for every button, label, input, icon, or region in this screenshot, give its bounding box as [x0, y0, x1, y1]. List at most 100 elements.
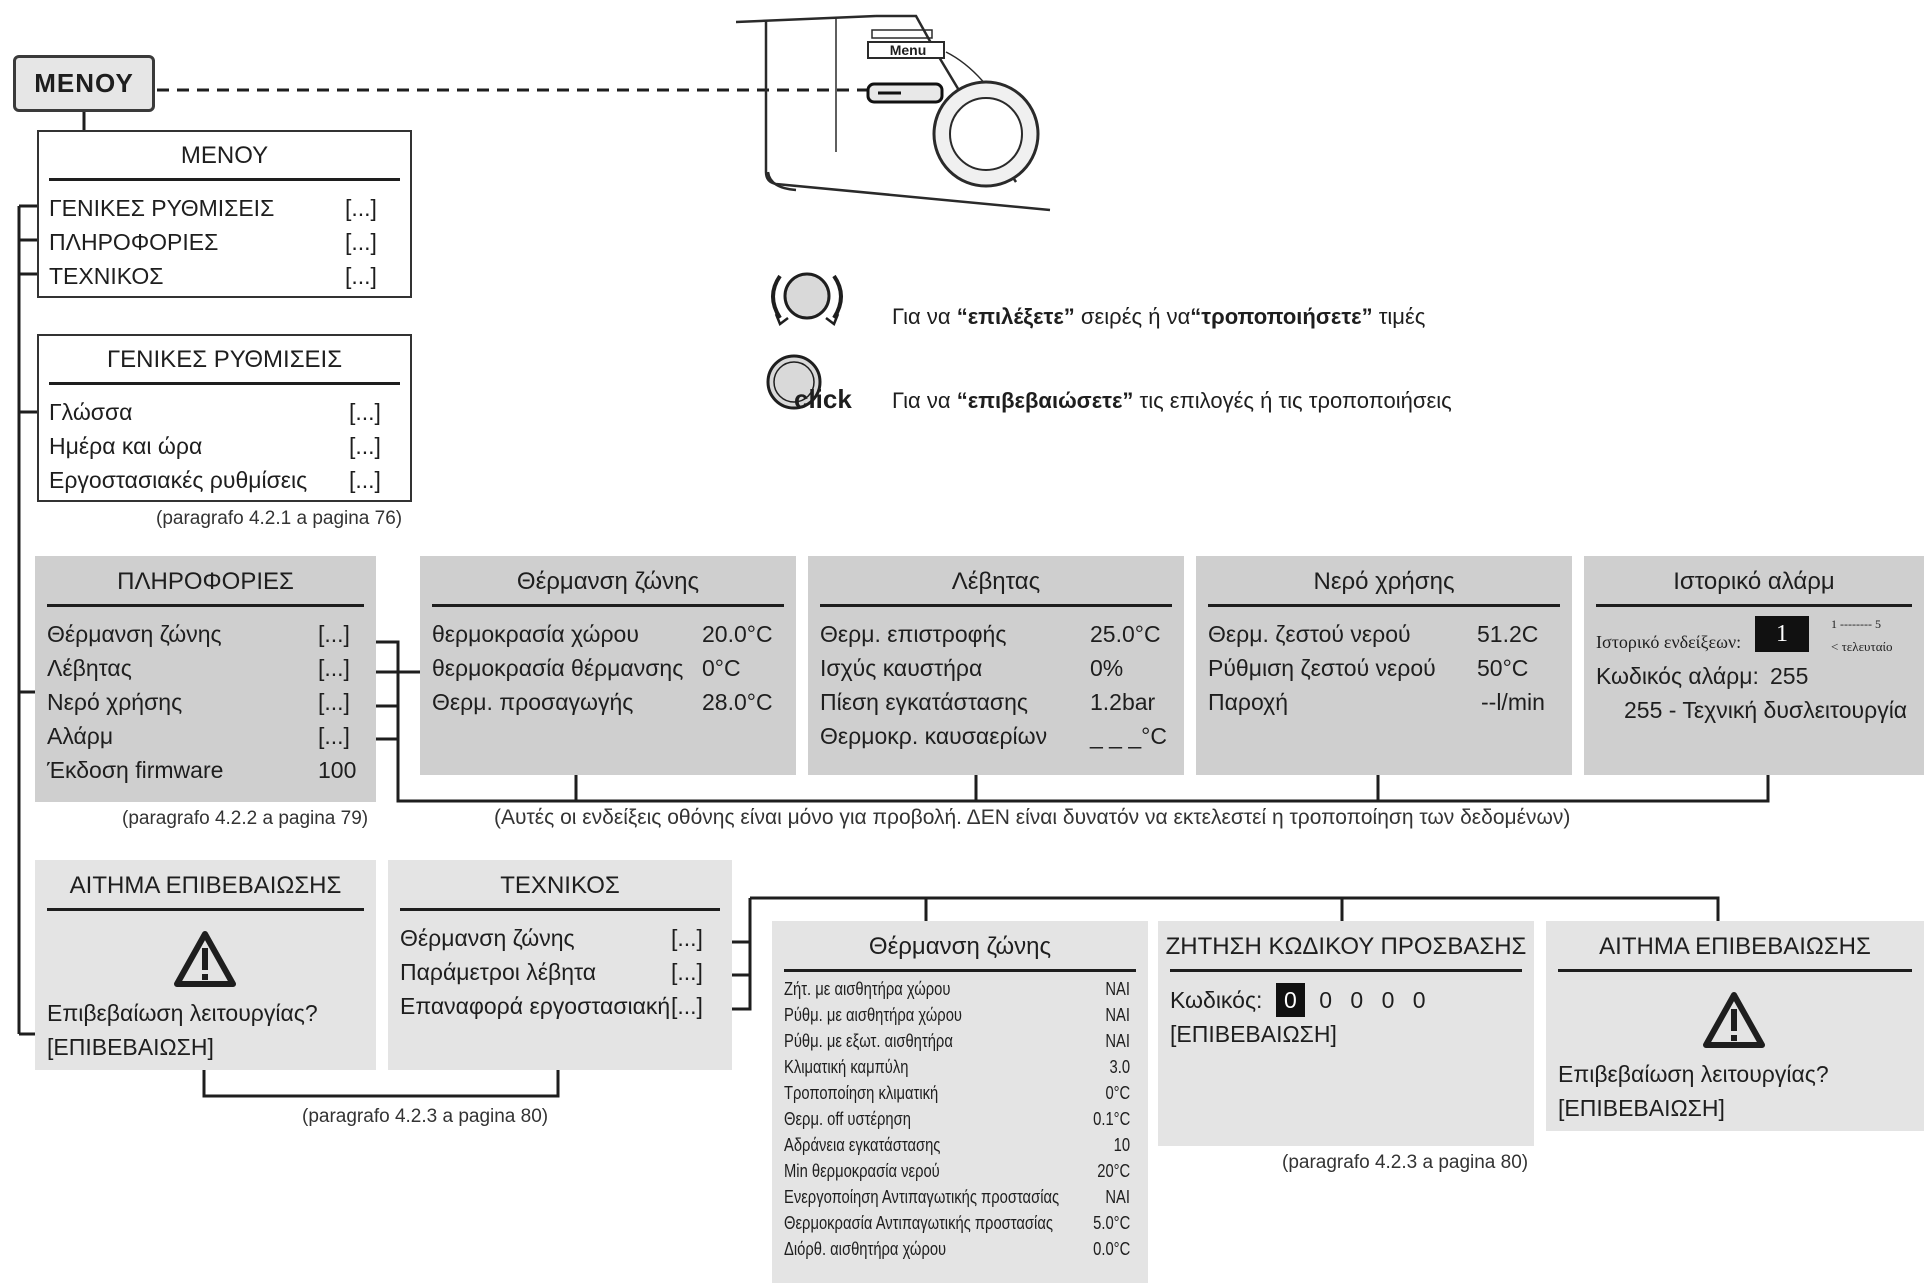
param-label: Θερμοκρασία Αντιπαγωτικής προστασίας	[784, 1213, 1053, 1233]
access-code-digit[interactable]: 0	[1319, 987, 1332, 1013]
zone-heating-tech-title: Θέρμανση ζώνης	[868, 933, 1052, 960]
tech-item-value: [...]	[671, 993, 703, 1019]
access-code-panel: ΖΗΤΗΣΗ ΚΩΔΙΚΟΥ ΠΡΟΣΒΑΣΗΣ Κωδικός: 0 0 0 …	[1158, 921, 1534, 1146]
info-label: Παροχή	[1208, 689, 1289, 715]
boiler-device-illustration	[736, 14, 1051, 212]
access-code-digit[interactable]: 0	[1350, 987, 1364, 1013]
access-code-digits[interactable]: 0 0 0 0 0	[1276, 983, 1426, 1017]
technician-panel: ΤΕΧΝΙΚΟΣ Θέρμανση ζώνης [...] Παράμετροι…	[388, 860, 732, 1070]
section-reference: (paragrafo 4.2.1 a pagina 76)	[156, 508, 403, 529]
alarm-index-value[interactable]: 1	[1755, 616, 1809, 652]
divider	[820, 604, 1172, 607]
general-settings-title: ΓΕΝΙΚΕΣ ΡΥΘΜΙΣΕΙΣ	[106, 346, 343, 373]
info-item-value: [...]	[318, 723, 350, 749]
info-label: Ισχύς καυστήρα	[820, 655, 983, 681]
param-value: 5.0°C	[1092, 1213, 1130, 1233]
divider	[400, 908, 720, 911]
boiler-info-title: Λέβητας	[951, 568, 1041, 595]
confirm-question: Επιβεβαίωση λειτουργίας?	[47, 1000, 318, 1026]
menu-item-value: [...]	[345, 263, 377, 289]
alarm-history-panel: Ιστορικό αλάρμ Ιστορικό ενδείξεων: 1 1 -…	[1584, 556, 1924, 775]
warning-icon	[1703, 992, 1765, 1048]
setting-date-time[interactable]: Ημέρα και ώρα	[49, 433, 203, 459]
section-reference: (paragrafo 4.2.3 a pagina 80)	[302, 1106, 549, 1127]
alarm-description: 255 - Τεχνική δυσλειτουργία	[1624, 697, 1908, 723]
access-code-digit[interactable]: 0	[1381, 987, 1395, 1013]
confirm-request-title: ΑΙΤΗΜΑ ΕΠΙΒΕΒΑΙΩΣΗΣ	[1599, 933, 1871, 960]
param-value: 0.1°C	[1092, 1109, 1130, 1129]
param-label: Τροποποίηση κλιματική	[784, 1083, 939, 1103]
setting-value: [...]	[349, 467, 381, 493]
info-label: Θερμ. προσαγωγής	[432, 689, 634, 715]
menu-item-general-settings[interactable]: ΓΕΝΙΚΕΣ ΡΥΘΜΙΣΕΙΣ	[49, 195, 275, 221]
info-item-alarm[interactable]: Αλάρμ	[47, 723, 114, 749]
firmware-version: 100	[318, 757, 357, 783]
tech-item-boiler-params[interactable]: Παράμετροι λέβητα	[400, 959, 597, 985]
info-label: Πίεση εγκατάστασης	[820, 689, 1028, 715]
tech-item-zone-heating[interactable]: Θέρμανση ζώνης	[400, 925, 575, 951]
info-item-dhw[interactable]: Νερό χρήσης	[47, 689, 183, 715]
info-label: Θερμοκρ. καυσαερίων	[820, 723, 1048, 749]
param-value: NAI	[1105, 1187, 1130, 1207]
menu-item-info[interactable]: ΠΛΗΡΟΦΟΡΙΕΣ	[49, 229, 219, 255]
param-label: Ρύθμ. με εξωτ. αισθητήρα	[784, 1031, 953, 1051]
info-value: 20.0°C	[702, 621, 773, 647]
divider	[1208, 604, 1560, 607]
confirm-button[interactable]: [ΕΠΙΒΕΒΑΙΩΣΗ]	[1170, 1021, 1337, 1047]
info-item-value: [...]	[318, 689, 350, 715]
param-label: Ενεργοποίηση Αντιπαγωτικής προστασίας	[784, 1187, 1060, 1207]
info-value: _ _ _°C	[1090, 723, 1167, 749]
setting-language[interactable]: Γλώσσα	[49, 399, 133, 425]
access-code-digit-active[interactable]: 0	[1276, 983, 1305, 1017]
setting-factory-reset[interactable]: Εργοστασιακές ρυθμίσεις	[49, 467, 308, 493]
tech-item-value: [...]	[671, 959, 703, 985]
info-panel: ΠΛΗΡΟΦΟΡΙΕΣ Θέρμανση ζώνης [...] Λέβητας…	[35, 556, 376, 802]
confirm-request-title: ΑΙΤΗΜΑ ΕΠΙΒΕΒΑΙΩΣΗΣ	[69, 872, 342, 899]
divider	[784, 969, 1136, 972]
info-value: 25.0°C	[1090, 621, 1161, 647]
boiler-info-panel: Λέβητας Θερμ. επιστροφής 25.0°C Ισχύς κα…	[808, 556, 1184, 775]
param-value: 3.0	[1109, 1057, 1130, 1077]
menu-item-technician[interactable]: ΤΕΧΝΙΚΟΣ	[49, 263, 164, 289]
param-value: NAI	[1105, 1031, 1130, 1051]
param-row[interactable]: Θερμοκρασία Αντιπαγωτικής προστασίας 5.0°…	[784, 1213, 1130, 1239]
info-note: (Αυτές οι ενδείξεις οθόνης είναι μόνο γι…	[494, 806, 1571, 829]
param-row[interactable]: Ρύθμ. με εξωτ. αισθητήρα NAI	[784, 1031, 1130, 1057]
info-item-boiler[interactable]: Λέβητας	[47, 655, 132, 681]
access-code-digit[interactable]: 0	[1412, 987, 1426, 1013]
dhw-info-panel: Νερό χρήσης Θερμ. ζεστού νερού 51.2C Ρύθ…	[1196, 556, 1572, 775]
info-item-zone-heating[interactable]: Θέρμανση ζώνης	[47, 621, 222, 647]
confirm-request-panel: ΑΙΤΗΜΑ ΕΠΙΒΕΒΑΙΩΣΗΣ Επιβεβαίωση λειτουργ…	[35, 860, 376, 1070]
info-item-value: [...]	[318, 621, 350, 647]
confirm-question: Επιβεβαίωση λειτουργίας?	[1558, 1061, 1829, 1087]
param-value: NAI	[1105, 1005, 1130, 1025]
menu-button[interactable]: ΜΕΝΟΥ	[13, 55, 155, 112]
confirm-button[interactable]: [ΕΠΙΒΕΒΑΙΩΣΗ]	[47, 1034, 214, 1060]
menu-item-value: [...]	[345, 229, 377, 255]
param-row[interactable]: Ενεργοποίηση Αντιπαγωτικής προστασίας NAI	[784, 1187, 1130, 1213]
tech-item-factory-reset[interactable]: Επαναφορά εργοστασιακή	[400, 993, 671, 1019]
info-value: 0%	[1090, 655, 1124, 681]
confirm-request-panel-2: ΑΙΤΗΜΑ ΕΠΙΒΕΒΑΙΩΣΗΣ Επιβεβαίωση λειτουργ…	[1546, 921, 1924, 1131]
info-value: 28.0°C	[702, 689, 773, 715]
divider	[49, 178, 400, 181]
setting-value: [...]	[349, 433, 381, 459]
info-label: Θερμ. επιστροφής	[820, 621, 1007, 647]
dhw-info-title: Νερό χρήσης	[1313, 568, 1455, 595]
click-icon-label: click	[794, 384, 852, 414]
alarm-history-title: Ιστορικό αλάρμ	[1673, 568, 1835, 595]
tech-item-value: [...]	[671, 925, 703, 951]
confirm-button[interactable]: [ΕΠΙΒΕΒΑΙΩΣΗ]	[1558, 1095, 1725, 1121]
menu-item-value: [...]	[345, 195, 377, 221]
device-menu-key-label: Menu	[889, 42, 927, 58]
